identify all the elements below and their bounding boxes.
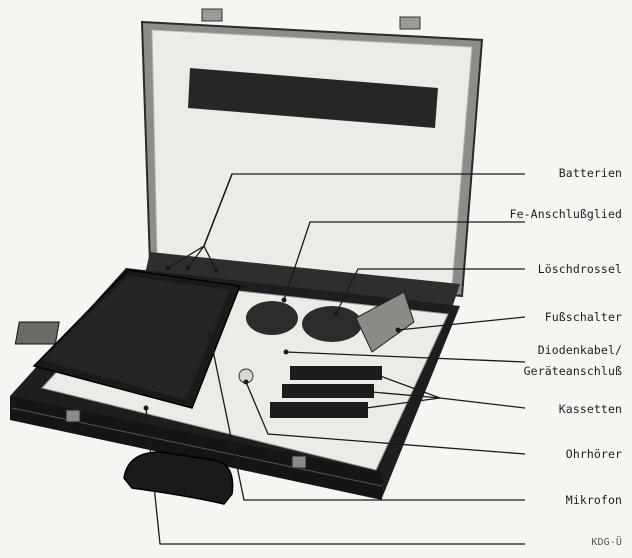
cassette-3 [270,402,368,418]
label-diodenkabel-line1: Diodenkabel/ [537,343,622,357]
loeschdrossel [302,306,362,342]
latch-right [291,455,307,469]
leader-ohr [245,381,526,455]
figure-code: KDG-Ü [591,537,622,548]
cassette-2 [282,384,374,398]
label-loeschdrossel: Löschdrossel [537,262,622,276]
lid-inner [151,29,473,287]
label-mikrofon: Mikrofon [565,493,622,507]
leader-fe [283,221,525,301]
label-ohrhoerer: Ohrhörer [565,447,622,461]
fe-anschlussglied [246,301,298,335]
lid-bottom-strip [145,252,460,308]
label-batterien: Batterien [558,166,622,180]
label-kassetten: Kassetten [558,402,622,416]
handle [123,451,234,505]
latch-left [65,409,81,423]
hinge-left [201,8,223,22]
fussschalter [355,291,415,353]
lid-pocket [188,68,438,128]
hinge-right [399,16,421,30]
label-fussschalter: Fußschalter [544,310,622,324]
label-fe-anschlussglied: Fe-Anschlußglied [509,207,622,221]
leader-losch [335,268,525,315]
case-front [10,396,382,500]
recorder-top [42,276,230,400]
leader-kassetten-3 [365,397,441,409]
leader-dots [143,265,401,411]
leader-dioden [285,351,526,363]
leader-lines [145,173,526,545]
leader-mikro [209,335,525,501]
label-diodenkabel-line2: Geräteanschluß [523,364,622,378]
cassette-1 [290,366,382,380]
leader-kassetten-2 [371,391,441,399]
leader-fuss [397,316,526,331]
leader-batterien-3 [203,173,233,271]
leader-code [145,407,525,545]
recorder-window [14,321,60,345]
